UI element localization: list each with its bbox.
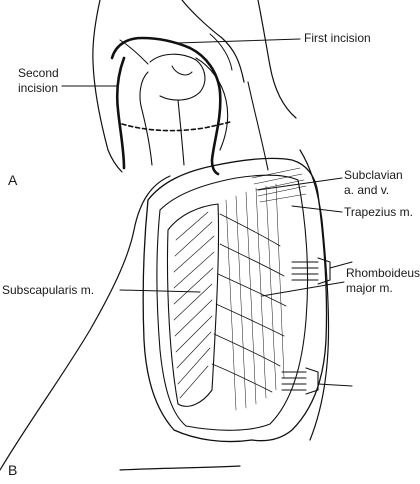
panel-a-drawing xyxy=(61,0,301,176)
first-incision-label: First incision xyxy=(304,31,371,45)
second-incision-label-line1: Second xyxy=(18,66,59,80)
panel-b-drawing xyxy=(0,149,353,471)
second-incision-label-line2: incision xyxy=(18,81,59,95)
rhomboideus-label-line1: Rhomboideus xyxy=(346,266,420,280)
subclavian-label-line1: Subclavian xyxy=(344,168,403,182)
subscapularis-label: Subscapularis m. xyxy=(2,283,95,297)
subclavian-label: Subclavian a. and v. xyxy=(344,168,403,198)
rhomboideus-label: Rhomboideus major m. xyxy=(346,266,420,296)
subclavian-label-line2: a. and v. xyxy=(344,183,390,197)
panel-a-letter: A xyxy=(8,172,18,188)
rhomboideus-label-line2: major m. xyxy=(346,281,393,295)
panel-b-letter: B xyxy=(8,462,18,478)
trapezius-label: Trapezius m. xyxy=(344,205,413,219)
second-incision-label: Second incision xyxy=(18,66,59,96)
